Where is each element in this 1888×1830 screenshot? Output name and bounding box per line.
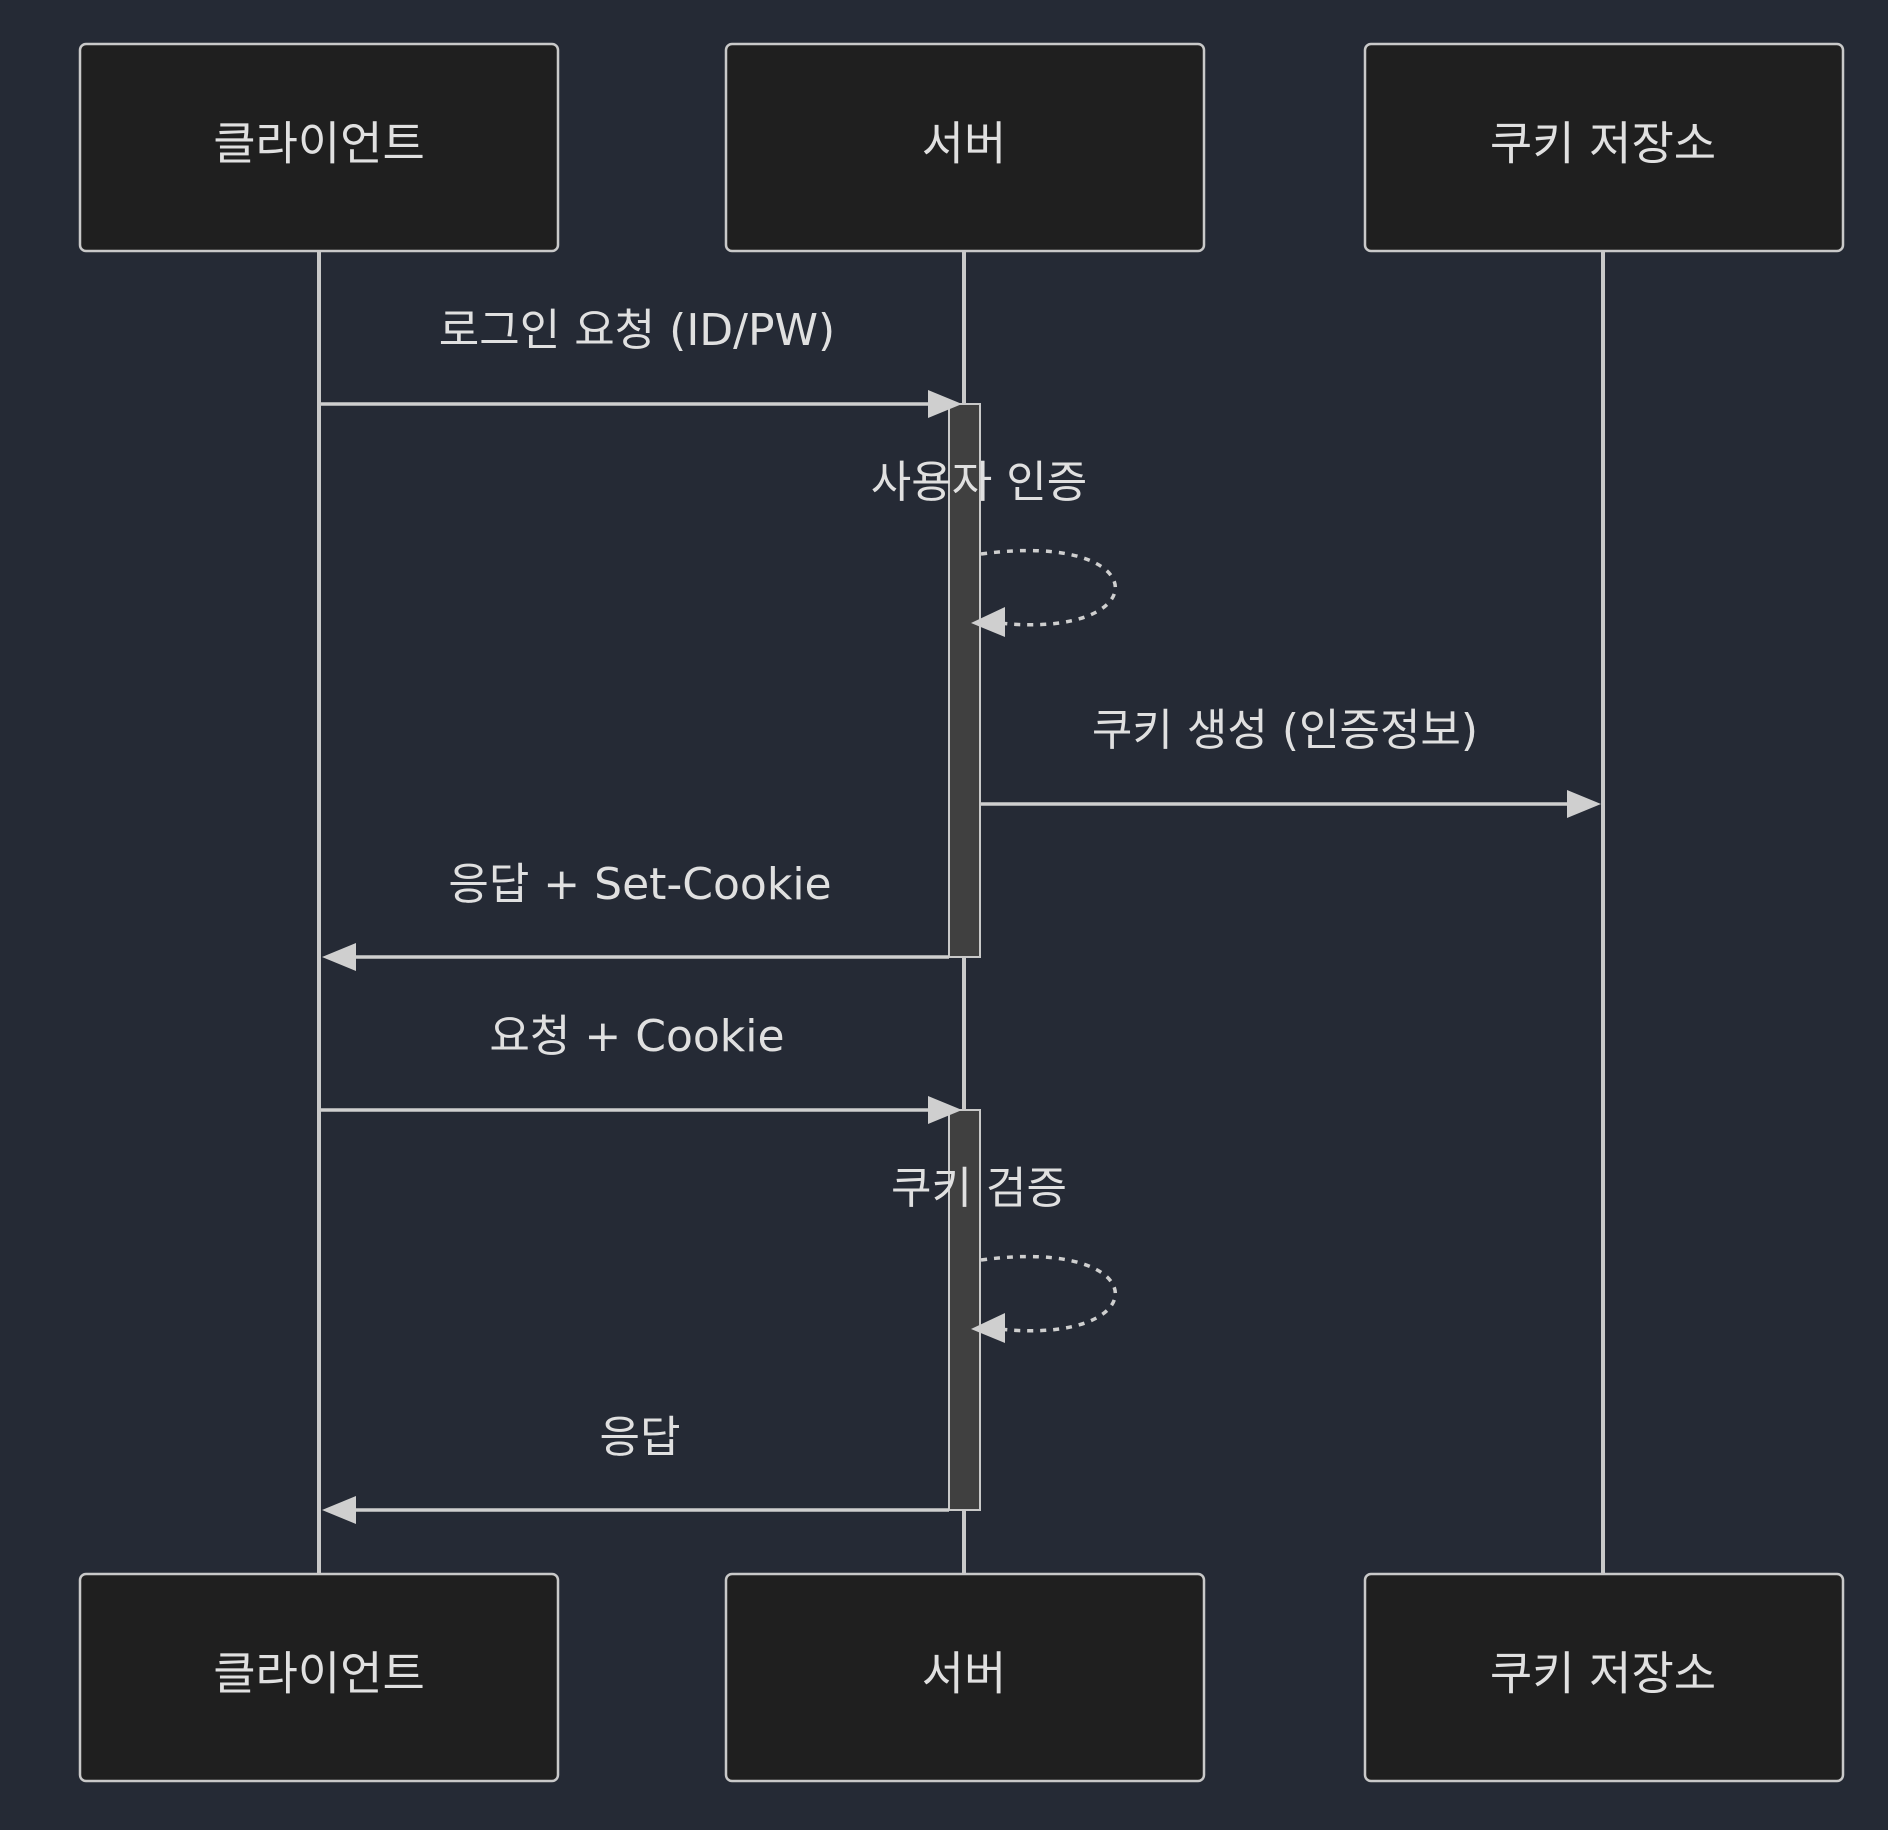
arrowhead-left-icon: [322, 943, 356, 971]
message-request-cookie: 요청 + Cookie: [321, 1011, 962, 1124]
arrowhead-left-icon: [322, 1496, 356, 1524]
message-label: 응답: [600, 1412, 681, 1463]
participant-server-label: 서버: [922, 1647, 1007, 1701]
participant-cookie-store-label: 쿠키 저장소: [1490, 117, 1716, 171]
arrowhead-right-icon: [928, 1096, 962, 1124]
message-create-cookie: 쿠키 생성 (인증정보): [981, 705, 1601, 818]
participant-client-label: 클라이언트: [213, 117, 425, 171]
participant-server-bottom: 서버: [724, 1572, 1206, 1783]
message-response-set-cookie: 응답 + Set-Cookie: [322, 859, 949, 971]
arrowhead-right-icon: [1567, 790, 1601, 818]
message-label: 쿠키 검증: [891, 1163, 1067, 1214]
activation-bar-server-2: [948, 1109, 981, 1511]
participant-client-label: 클라이언트: [213, 1647, 425, 1701]
participant-server-top: 서버: [724, 42, 1206, 253]
message-label: 응답 + Set-Cookie: [448, 859, 831, 910]
arrowhead-right-icon: [928, 390, 962, 418]
message-label: 사용자 인증: [871, 457, 1087, 508]
message-user-auth: 사용자 인증: [871, 457, 1117, 637]
message-label: 로그인 요청 (ID/PW): [439, 305, 835, 356]
message-login-request: 로그인 요청 (ID/PW): [321, 305, 962, 418]
arrowhead-left-icon: [971, 1313, 1005, 1343]
participant-cookie-store-top: 쿠키 저장소: [1363, 42, 1845, 253]
participant-cookie-store-bottom: 쿠키 저장소: [1363, 1572, 1845, 1783]
message-verify-cookie: 쿠키 검증: [891, 1163, 1117, 1343]
participant-server-label: 서버: [922, 117, 1007, 171]
participant-cookie-store-label: 쿠키 저장소: [1490, 1647, 1716, 1701]
message-label: 쿠키 생성 (인증정보): [1092, 705, 1478, 756]
participant-client-bottom: 클라이언트: [78, 1572, 560, 1783]
arrowhead-left-icon: [971, 607, 1005, 637]
participant-client-top: 클라이언트: [78, 42, 560, 253]
message-response: 응답: [322, 1412, 949, 1524]
message-label: 요청 + Cookie: [489, 1011, 784, 1062]
activation-bar-server-1: [948, 403, 981, 958]
